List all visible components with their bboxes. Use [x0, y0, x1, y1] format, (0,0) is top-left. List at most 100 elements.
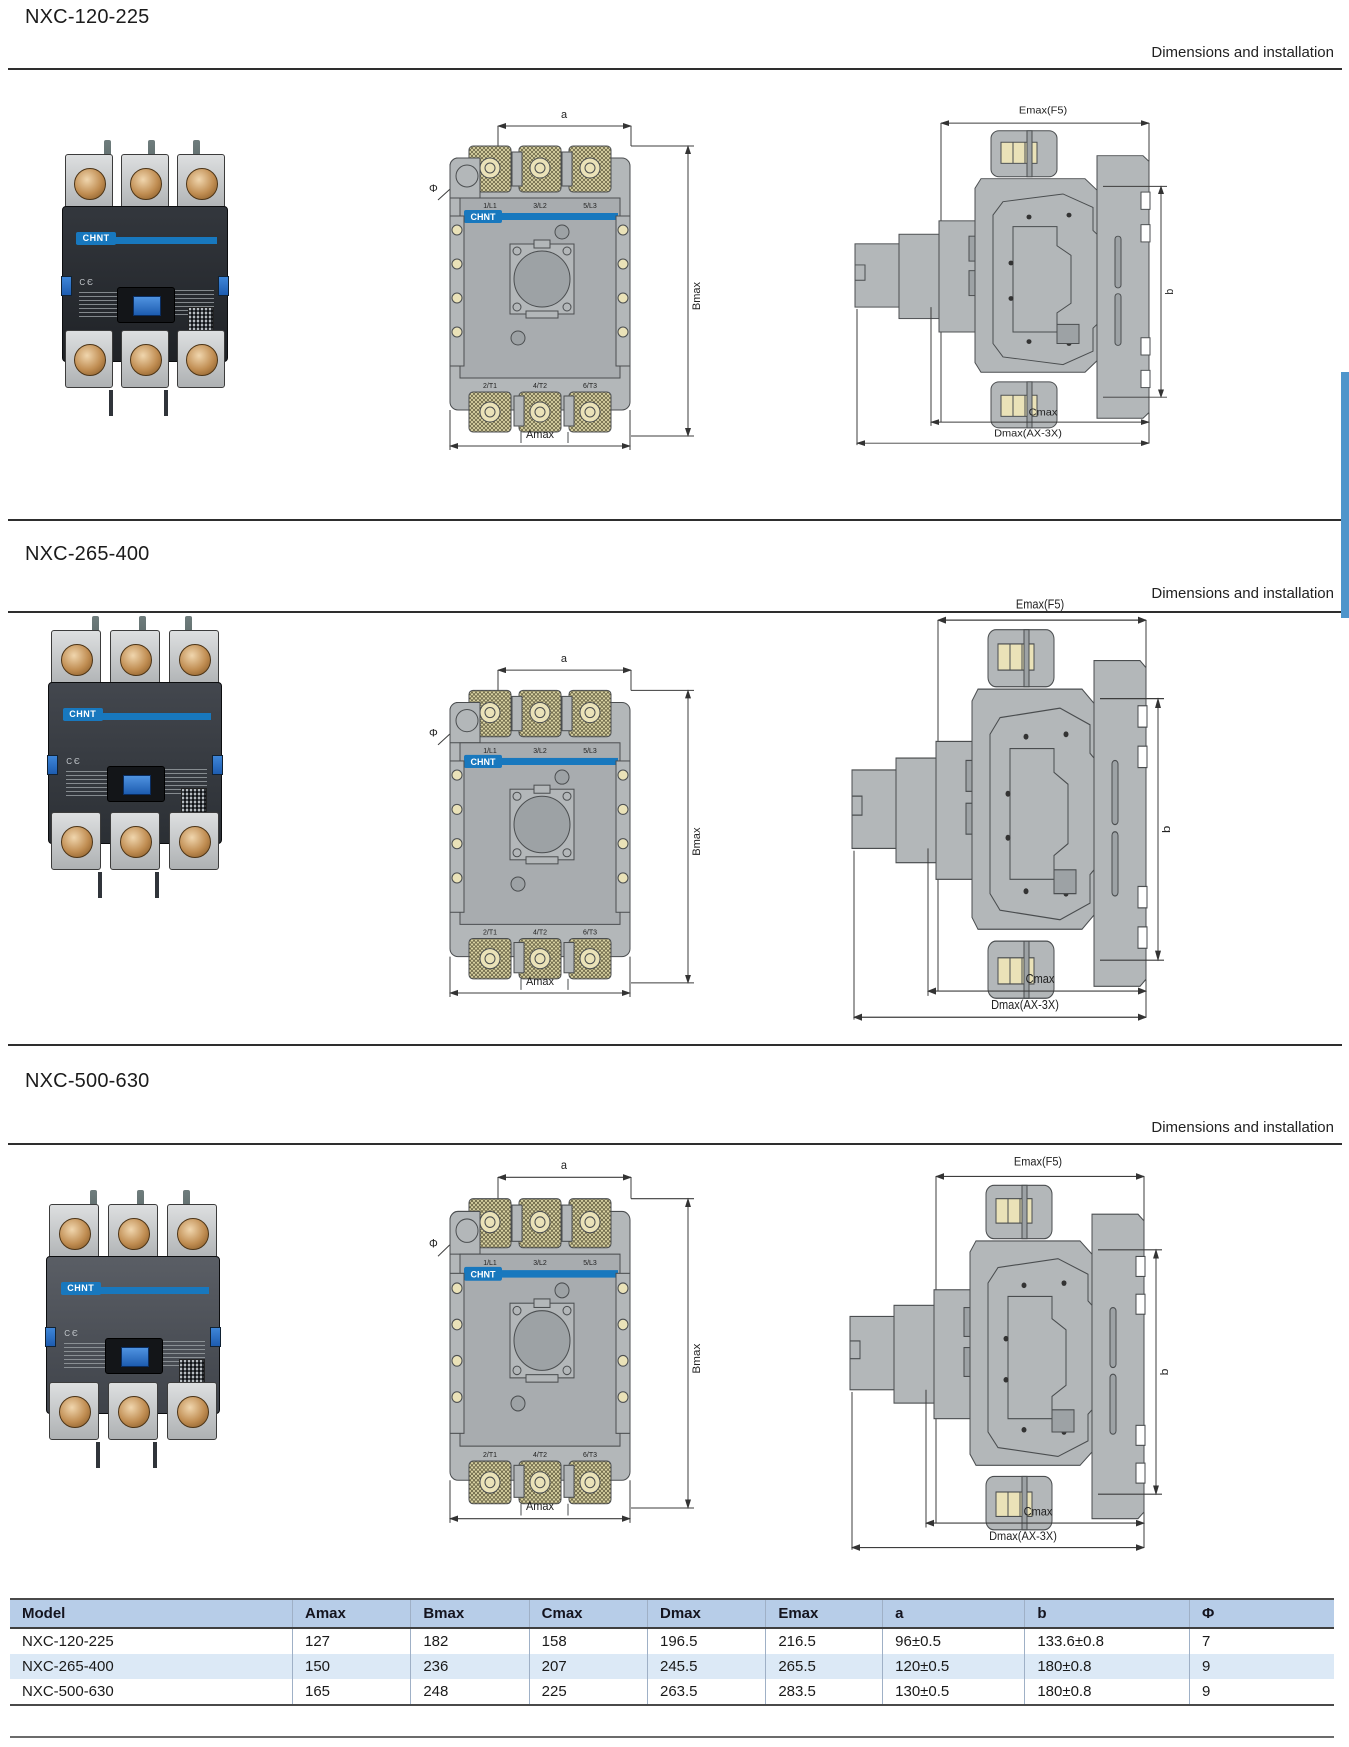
value-cell: 245.5: [646, 1654, 766, 1679]
bottom-terminal: [108, 1382, 159, 1440]
column-header: Emax: [765, 1599, 883, 1629]
front-view-figure: a Φ 1/L1 3/L2 5/L3 CHNT: [426, 1156, 706, 1524]
terminal-label: 2/T1: [483, 1450, 497, 1459]
front-view-drawing: a Φ 1/L1 3/L2 5/L3 CHNT: [429, 109, 703, 450]
terminal-screw: [130, 168, 163, 200]
section-subtitle: Dimensions and installation: [1151, 44, 1334, 61]
terminal-label: 5/L3: [583, 748, 597, 755]
front-view-drawing: a Φ 1/L1 3/L2 5/L3 CHNT: [429, 653, 703, 997]
brand-logo: CHNT: [76, 232, 117, 245]
dim-label-a: a: [561, 653, 568, 665]
dim-label-phi: Φ: [429, 1238, 438, 1250]
mounting-pin: [97, 872, 102, 898]
dim-label-amax: Amax: [526, 1501, 554, 1513]
value-cell: 248: [410, 1679, 530, 1705]
dim-label-emax: Emax(F5): [1016, 596, 1064, 611]
header-rule: [8, 1143, 1342, 1145]
side-clip: [47, 755, 58, 775]
top-terminal: [65, 154, 113, 212]
dim-label-bmax: Bmax: [691, 827, 703, 856]
side-clip: [212, 755, 223, 775]
state-indicator: [107, 766, 165, 803]
page-edge-tab: [1341, 372, 1349, 618]
dim-label-bmax: Bmax: [691, 281, 703, 310]
value-cell: 133.6±0.8: [1024, 1628, 1190, 1654]
brand-stripe: [62, 713, 211, 720]
contactor-photo: CHNT CЄ: [46, 616, 224, 898]
table-bottom-rule: [10, 1736, 1334, 1738]
column-header: Dmax: [646, 1599, 766, 1629]
value-cell: 165: [291, 1679, 411, 1705]
section-subtitle: Dimensions and installation: [1151, 1119, 1334, 1136]
value-cell: 236: [410, 1654, 530, 1679]
mounting-pin: [163, 390, 168, 416]
terminal-screw: [118, 1396, 151, 1428]
side-clip: [45, 1327, 56, 1348]
qr-code: [187, 307, 214, 334]
dim-label-emax: Emax(F5): [1019, 105, 1067, 117]
top-terminal: [49, 1204, 100, 1262]
section-title: NXC-120-225: [25, 6, 150, 28]
section-nxc-500-630: NXC-500-630 Dimensions and installation …: [0, 1046, 1349, 1598]
terminal-screw: [74, 344, 107, 376]
brand-logo-text: CHNT: [471, 757, 496, 767]
top-terminal: [166, 1204, 217, 1262]
terminal-screw: [59, 1396, 92, 1428]
mounting-pin: [154, 872, 159, 898]
side-view-drawing: Emax(F5): [854, 105, 1176, 447]
column-header: Φ: [1189, 1599, 1334, 1629]
top-terminal: [51, 630, 102, 688]
contactor-photo: CHNT CЄ: [60, 140, 230, 416]
side-view-figure: Emax(F5): [843, 102, 1178, 447]
dim-label-a: a: [561, 109, 568, 121]
column-header: Cmax: [528, 1599, 648, 1629]
terminal-screw: [61, 826, 94, 858]
header-rule: [8, 611, 1342, 613]
terminal-screw: [176, 1396, 209, 1428]
column-header: b: [1024, 1599, 1190, 1629]
contactor-front-body: 1/L1 3/L2 5/L3 CHNT 2/T1 4/T2 6/T3: [449, 1198, 631, 1516]
bottom-terminal: [65, 330, 113, 388]
top-terminal: [110, 630, 161, 688]
brand-logo-box: [464, 210, 502, 223]
top-terminal: [108, 1204, 159, 1262]
section-subtitle: Dimensions and installation: [1151, 585, 1334, 602]
side-view-drawing: Emax(F5): [851, 596, 1173, 1021]
terminal-label: 2/T1: [483, 383, 497, 390]
spec-print-left: [66, 771, 113, 799]
section-title: NXC-265-400: [25, 543, 150, 565]
dim-label-b: b: [1160, 825, 1173, 833]
section-divider: [8, 519, 1342, 521]
mounting-pin: [109, 390, 114, 416]
section-nxc-265-400: NXC-265-400 Dimensions and installation …: [0, 521, 1349, 1044]
bottom-terminal: [49, 1382, 100, 1440]
side-view-figure: Emax(F5): [838, 1152, 1173, 1552]
value-cell: 96±0.5: [882, 1628, 1025, 1654]
dim-label-b: b: [1159, 1369, 1171, 1376]
state-indicator: [117, 287, 175, 324]
terminal-label: 3/L2: [533, 1258, 547, 1267]
contactor-photo: CHNT CЄ: [44, 1190, 222, 1468]
brand-logo-text: CHNT: [471, 1269, 496, 1279]
terminal-label: 6/T3: [583, 383, 597, 390]
front-view-figure: a Φ 1/L1 3/L2 5/L3 CHNT: [426, 650, 706, 998]
column-header: Amax: [291, 1599, 411, 1629]
brand-logo: CHNT: [60, 1282, 101, 1295]
bottom-terminal: [177, 330, 226, 388]
terminal-screw: [186, 344, 219, 376]
value-cell: 150: [291, 1654, 411, 1679]
terminal-label: 3/L2: [533, 748, 547, 755]
front-view-figure: a Φ 1/L1 3/L2 5/L3 CHNT: [426, 106, 706, 451]
dim-label-emax: Emax(F5): [1014, 1155, 1062, 1169]
blue-rocker: [123, 775, 151, 796]
value-cell: 130±0.5: [882, 1679, 1025, 1705]
terminal-label: 5/L3: [583, 203, 597, 210]
contactor-side-body: [849, 1184, 1146, 1531]
brand-logo-box: [464, 1266, 502, 1281]
side-clip: [61, 276, 72, 297]
qr-code: [181, 788, 208, 815]
